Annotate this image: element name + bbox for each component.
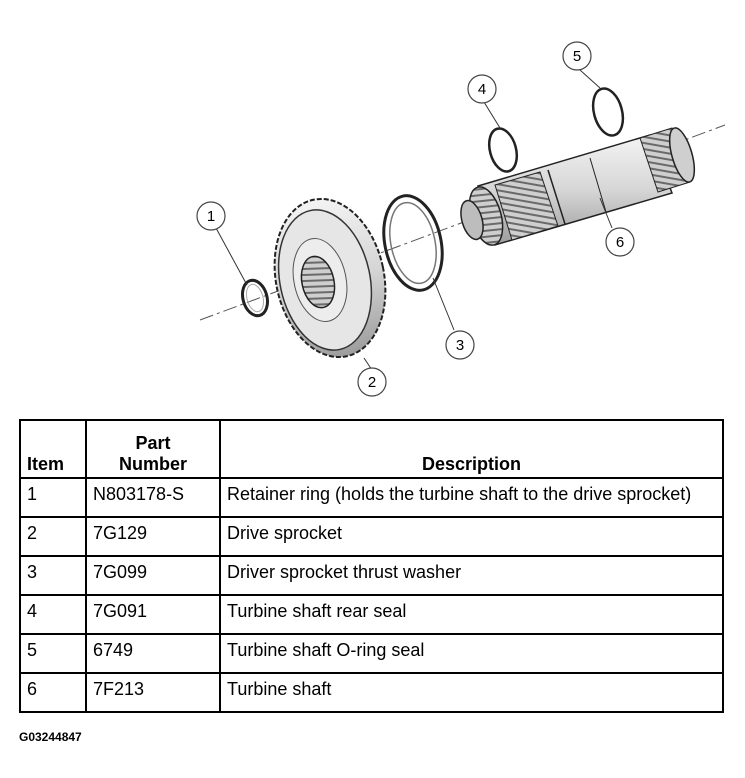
leader-lines	[215, 69, 613, 371]
callout-3: 3	[445, 330, 475, 360]
svg-text:6: 6	[616, 234, 624, 251]
cell-description: Retainer ring (holds the turbine shaft t…	[219, 477, 724, 518]
cell-part-number: 7G129	[85, 516, 221, 557]
retainer-ring-part	[241, 278, 269, 318]
header-item: Item	[19, 419, 87, 479]
callout-1: 1	[196, 201, 226, 231]
cell-part-number: 7G091	[85, 594, 221, 635]
callout-5: 5	[562, 41, 592, 71]
rear-seal-part	[487, 127, 519, 173]
cell-item: 2	[19, 516, 87, 557]
table-row: 6 7F213 Turbine shaft	[19, 672, 724, 713]
callout-6: 6	[605, 227, 635, 257]
o-ring-seal-part	[591, 87, 625, 137]
table-row: 1 N803178-S Retainer ring (holds the tur…	[19, 477, 724, 518]
parts-table: Item Part Number Description 1 N803178-S…	[19, 419, 724, 713]
cell-part-number: N803178-S	[85, 477, 221, 518]
callout-2: 2	[357, 367, 387, 397]
figure-id: G03244847	[19, 730, 82, 744]
header-description: Description	[219, 419, 724, 479]
table-row: 5 6749 Turbine shaft O-ring seal	[19, 633, 724, 674]
cell-item: 3	[19, 555, 87, 596]
svg-text:1: 1	[207, 208, 215, 225]
cell-description: Driver sprocket thrust washer	[219, 555, 724, 596]
cell-part-number: 7F213	[85, 672, 221, 713]
exploded-parts-diagram: 1 2 3 4 5 6	[196, 41, 726, 397]
header-part-number: Part Number	[85, 419, 221, 479]
cell-item: 6	[19, 672, 87, 713]
svg-text:2: 2	[368, 374, 376, 391]
table-row: 3 7G099 Driver sprocket thrust washer	[19, 555, 724, 596]
cell-description: Turbine shaft O-ring seal	[219, 633, 724, 674]
svg-text:3: 3	[456, 337, 464, 354]
cell-item: 4	[19, 594, 87, 635]
cell-description: Turbine shaft	[219, 672, 724, 713]
cell-part-number: 7G099	[85, 555, 221, 596]
header-part-line1: Part	[135, 433, 171, 453]
table-row: 2 7G129 Drive sprocket	[19, 516, 724, 557]
callout-4: 4	[467, 74, 497, 104]
cell-description: Turbine shaft rear seal	[219, 594, 724, 635]
svg-text:5: 5	[573, 48, 581, 65]
cell-description: Drive sprocket	[219, 516, 724, 557]
svg-text:4: 4	[478, 81, 486, 98]
cell-part-number: 6749	[85, 633, 221, 674]
drive-sprocket-part	[273, 197, 387, 359]
thrust-washer-part	[382, 194, 444, 292]
header-part-line2: Number	[118, 454, 187, 474]
turbine-shaft-part	[460, 127, 696, 246]
table-header-row: Item Part Number Description	[19, 419, 724, 479]
cell-item: 1	[19, 477, 87, 518]
cell-item: 5	[19, 633, 87, 674]
table-row: 4 7G091 Turbine shaft rear seal	[19, 594, 724, 635]
